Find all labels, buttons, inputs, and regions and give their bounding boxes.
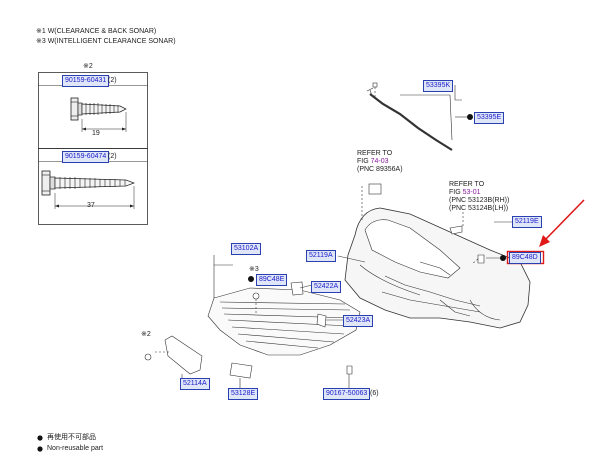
refer2-line4: (PNC 53124B(LH)) bbox=[449, 205, 509, 212]
legend-dot-icon bbox=[37, 446, 43, 452]
part-label-53128E[interactable]: 53128E bbox=[228, 388, 259, 400]
part-label-89C48D[interactable]: 89C48D bbox=[509, 252, 541, 264]
refer2-line2[interactable]: FIG 53-01 bbox=[449, 189, 481, 196]
fastener-marker-2: ※2 bbox=[83, 63, 93, 70]
marker-2: ※2 bbox=[141, 331, 151, 338]
part-label-52422A[interactable]: 52422A bbox=[311, 281, 342, 293]
refer1-line1: REFER TO bbox=[357, 150, 393, 157]
refer1-fig-link[interactable]: 74-03 bbox=[370, 158, 389, 165]
part-label-90167-50063[interactable]: 90167-50063 bbox=[323, 388, 371, 400]
part-label-52114A[interactable]: 52114A bbox=[180, 378, 210, 390]
part-label-52119A[interactable]: 52119A bbox=[306, 250, 336, 262]
highlight-arrow-icon bbox=[539, 199, 585, 247]
screw2-length: 37 bbox=[87, 202, 95, 209]
part-label-89C48E[interactable]: 89C48E bbox=[256, 274, 288, 286]
refer2-line1: REFER TO bbox=[449, 181, 485, 188]
part-label-52119E[interactable]: 52119E bbox=[512, 216, 542, 228]
qty-90167-50063: (6) bbox=[370, 390, 379, 397]
screw1-length: 19 bbox=[92, 130, 100, 137]
qty-90159-60474: (2) bbox=[108, 153, 117, 160]
refer2-fig-link[interactable]: 53-01 bbox=[462, 189, 481, 196]
legend-line-2: Non-reusable part bbox=[47, 445, 104, 452]
refer2-line3: (PNC 53123B(RH)) bbox=[449, 197, 510, 204]
part-label-53395K[interactable]: 53395K bbox=[423, 80, 454, 92]
marker-3: ※3 bbox=[249, 266, 259, 273]
legend-dot-icon bbox=[37, 435, 43, 441]
part-label-52423A[interactable]: 52423A bbox=[343, 315, 374, 327]
legend-line-1: 再使用不可部品 bbox=[47, 434, 96, 441]
part-label-90159-60474[interactable]: 90159-60474 bbox=[62, 151, 110, 163]
part-label-53102A[interactable]: 53102A bbox=[231, 243, 262, 255]
refer1-line3: (PNC 89356A) bbox=[357, 166, 403, 173]
note-line-2: ※3 W(INTELLIGENT CLEARANCE SONAR) bbox=[36, 38, 176, 45]
part-label-90159-60431[interactable]: 90159-60431 bbox=[62, 75, 110, 87]
refer1-line2[interactable]: FIG 74-03 bbox=[357, 158, 389, 165]
qty-90159-60431: (2) bbox=[108, 77, 117, 84]
part-label-53395E[interactable]: 53395E bbox=[474, 112, 505, 124]
note-line-1: ※1 W(CLEARANCE & BACK SONAR) bbox=[36, 28, 157, 35]
